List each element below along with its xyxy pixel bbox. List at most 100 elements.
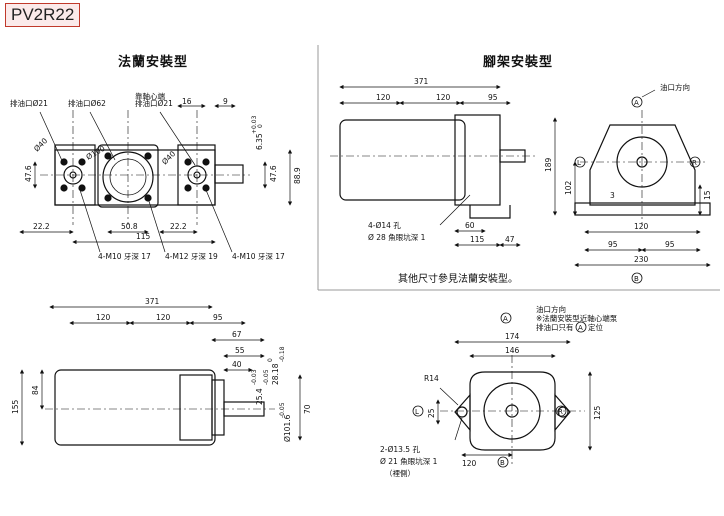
foot-flange-block	[454, 114, 501, 206]
flange-spotface-side: （裡側）	[385, 468, 415, 478]
dim-102: 102	[564, 180, 573, 195]
dim-120-flange-end: 120	[462, 459, 477, 468]
port-label-right: 排油口Ø21	[135, 98, 173, 108]
flange-front-view	[19, 103, 293, 253]
dim-115: 115	[136, 232, 151, 241]
thread-label-center: 4-M12 牙深 19	[165, 252, 218, 261]
flange-pump-body	[54, 369, 216, 446]
dim-67: 67	[232, 330, 242, 339]
dim-88-9: 88.9	[293, 167, 302, 184]
flange-end-ear-right	[554, 393, 571, 432]
dim-146: 146	[505, 346, 520, 355]
front-body-outline	[54, 149, 216, 206]
flange-pilot	[211, 379, 225, 436]
foot-note: 其他尺寸參見法蘭安裝型。	[398, 272, 518, 285]
dim-15: 15	[703, 190, 712, 200]
dim-tol-25-4-a: -0.03	[251, 369, 258, 385]
dim-371: 371	[414, 77, 429, 86]
heading-foot-mount: 腳架安裝型	[483, 55, 554, 70]
foot-spotface-label: Ø 28 魚眼坑深 1	[368, 232, 426, 242]
flange-mount-block	[179, 374, 213, 441]
foot-inlet-direction: 油口方向	[660, 82, 690, 92]
dim-16: 16	[182, 97, 192, 106]
flange-note-1: ※法蘭安裝型近軸心端泵	[536, 313, 618, 323]
dim-155: 155	[11, 399, 20, 414]
marker-A-flange: A	[503, 315, 508, 323]
flange-hole-label: 2-Ø13.5 孔	[380, 445, 420, 454]
thread-label-left: 4-M10 牙深 17	[98, 252, 151, 261]
dim-tol-28-b: -0.18	[279, 346, 286, 362]
dim-60: 60	[465, 221, 475, 230]
dim-9: 9	[223, 97, 228, 106]
marker-B-foot: B	[634, 275, 639, 283]
dim-3: 3	[610, 191, 615, 200]
dim-120-a: 120	[376, 93, 391, 102]
dim-95: 95	[488, 93, 498, 102]
dim-84: 84	[31, 385, 40, 395]
foot-bracket	[469, 205, 511, 219]
marker-R-foot: R	[692, 159, 697, 167]
dim-tol-25-4-b: -0.05	[263, 369, 270, 385]
dim-70: 70	[303, 404, 312, 414]
dim-120-foot-end: 120	[634, 222, 649, 231]
dim-95-flange: 95	[213, 313, 223, 322]
marker-R-flange: R	[558, 408, 563, 416]
dim-115-foot: 115	[470, 235, 485, 244]
dim-R14: R14	[424, 374, 439, 383]
dim-6-35: 6.35	[255, 133, 264, 150]
flange-side-view	[19, 304, 303, 446]
dim-371-flange: 371	[145, 297, 160, 306]
foot-pump-body	[339, 119, 466, 201]
flange-end-view	[412, 312, 593, 468]
dim-47-6-right: 47.6	[269, 165, 278, 182]
dim-174: 174	[505, 332, 520, 341]
port-label-center: 排油口Ø62	[68, 98, 106, 108]
dim-port-dia-left: Ø40	[32, 136, 49, 153]
dim-120-flange-a: 120	[96, 313, 111, 322]
flange-end-hole-right	[557, 406, 569, 418]
foot-end-view	[552, 89, 711, 284]
foot-side-view	[330, 84, 535, 248]
flange-note-2b: 定位	[588, 322, 603, 332]
flange-inlet-direction: 油口方向	[536, 304, 566, 314]
dim-tol-28-a: 0	[267, 358, 274, 362]
dim-50-8: 50.8	[121, 222, 138, 231]
marker-L-flange: L	[415, 408, 419, 416]
dim-125: 125	[593, 405, 602, 420]
dim-101-6: Ø101.6	[283, 414, 292, 442]
dim-22-2-right: 22.2	[170, 222, 187, 231]
flange-front-labels: 排油口Ø21 排油口Ø62 靠軸心端 排油口Ø21 16 9 Ø40 Ø100 …	[10, 91, 302, 261]
dim-95-right: 95	[665, 240, 675, 249]
dim-55: 55	[235, 346, 245, 355]
dim-40: 40	[232, 360, 242, 369]
flange-end-body	[469, 371, 556, 451]
dim-tol-101-6: -0.05	[279, 402, 286, 418]
port-label-left: 排油口Ø21	[10, 98, 48, 108]
flange-note-2a: 排油口只有	[536, 322, 574, 332]
dim-47-6-left: 47.6	[24, 165, 33, 182]
model-label: PV2R22	[5, 3, 81, 27]
marker-B-flange: B	[500, 459, 505, 467]
dim-tol-upper: +0.03	[251, 115, 258, 134]
flange-end-hole-left	[456, 406, 468, 418]
marker-L-foot: L	[577, 159, 581, 167]
flange-side-labels: 371 120 120 95 67 55 40 25.4 -0.03 -0.05…	[11, 297, 312, 442]
foot-end-body	[589, 124, 696, 206]
dim-120-b: 120	[436, 93, 451, 102]
marker-A-foot: A	[634, 99, 639, 107]
foot-hole-label: 4-Ø14 孔	[368, 221, 401, 230]
dim-230: 230	[634, 255, 649, 264]
dim-22-2-left: 22.2	[33, 222, 50, 231]
heading-flange-mount: 法蘭安裝型	[118, 55, 189, 70]
dim-port-dia-center: Ø100	[85, 144, 107, 162]
dim-25-4: 25.4	[255, 388, 264, 405]
flange-end-labels: 油口方向 ※法蘭安裝型近軸心端泵 排油口只有 A 定位 A L R B 174 …	[380, 304, 618, 478]
dim-tol-lower: 0	[257, 124, 264, 128]
marker-A-note: A	[578, 324, 583, 332]
dim-189: 189	[544, 157, 553, 172]
front-shaft	[214, 164, 244, 184]
foot-end-labels: 油口方向 A L R B 189 102 3 15 120 95 95 230	[544, 82, 712, 283]
dim-120-flange-b: 120	[156, 313, 171, 322]
